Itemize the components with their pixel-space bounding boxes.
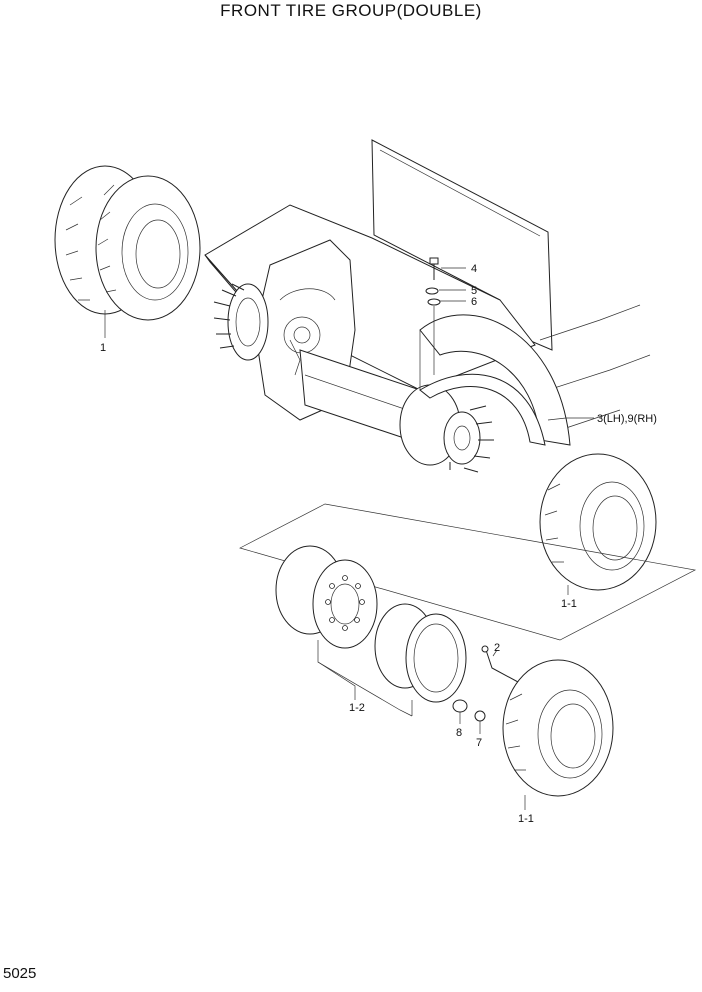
- callout-valve: 2: [494, 642, 500, 654]
- callout-wheel-rims: 1-2: [349, 702, 365, 714]
- exploded-group-outline: [239, 503, 697, 641]
- callout-tire-lower: 1-1: [518, 813, 534, 825]
- callout-nut: 8: [456, 727, 462, 739]
- fender: [419, 314, 571, 446]
- valve: [481, 645, 519, 683]
- callout-bolt: 4: [471, 263, 477, 275]
- callout-washer: 6: [471, 296, 477, 308]
- bolt-and-washers: [425, 257, 441, 306]
- tire-right-upper: [539, 453, 657, 591]
- page-number: 5025: [3, 965, 37, 982]
- chassis-frame: [204, 139, 651, 473]
- tire-right-lower: [502, 659, 614, 797]
- callout-spring-washer: 5: [471, 285, 477, 297]
- wheel-rims: [275, 545, 467, 703]
- callout-cap: 7: [476, 737, 482, 749]
- double-tire-assembly: [54, 165, 201, 321]
- leader-lines: [104, 267, 594, 810]
- callout-fender: 3(LH),9(RH): [597, 413, 657, 425]
- page-title: FRONT TIRE GROUP(DOUBLE): [220, 1, 482, 20]
- callout-tire-assembly: 1: [100, 342, 106, 354]
- callout-tire-upper-right: 1-1: [561, 598, 577, 610]
- small-hardware: [452, 699, 486, 722]
